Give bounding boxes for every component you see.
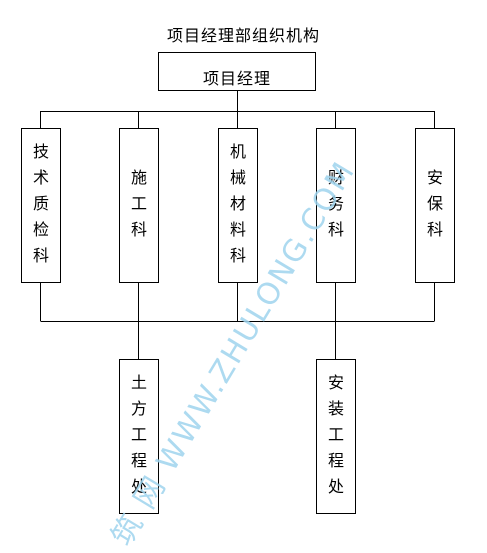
manager-box: 项目经理	[158, 52, 316, 91]
dept-box-2: 施工科	[119, 128, 159, 283]
label-char: 科	[32, 246, 49, 265]
org-chart: 项目经理部组织机构 项目经理 技术质检科 施工科 机械材料科 财务科 安保科 土…	[21, 26, 455, 552]
label-char: 科	[229, 246, 246, 265]
label-char: 工	[130, 194, 147, 213]
label-char: 科	[426, 220, 443, 239]
dept-box-3: 机械材料科	[218, 128, 258, 283]
label-char: 处	[327, 477, 344, 496]
dept-box-5: 安保科	[415, 128, 455, 283]
label-char: 工	[130, 425, 147, 444]
label-char: 质	[32, 194, 49, 213]
label-char: 安	[426, 168, 443, 187]
dept-label: 安保科	[416, 165, 454, 243]
label-char: 财	[327, 168, 344, 187]
dept-label: 机械材料科	[219, 139, 257, 269]
division-label: 安装工程处	[317, 370, 355, 500]
chart-title: 项目经理部组织机构	[166, 26, 320, 45]
dept-label: 技术质检科	[22, 139, 60, 269]
label-char: 土	[130, 373, 147, 392]
label-char: 科	[130, 220, 147, 239]
label-char: 施	[130, 168, 147, 187]
label-char: 装	[327, 399, 344, 418]
label-char: 科	[327, 220, 344, 239]
label-char: 工	[327, 425, 344, 444]
label-char: 技	[32, 142, 49, 161]
division-box-2: 安装工程处	[316, 359, 356, 514]
label-char: 机	[229, 142, 246, 161]
dept-box-1: 技术质检科	[21, 128, 61, 283]
connector-lines	[40, 90, 435, 359]
dept-label: 施工科	[120, 165, 158, 243]
label-char: 安	[327, 373, 344, 392]
label-char: 务	[327, 194, 344, 213]
label-char: 处	[130, 477, 147, 496]
division-box-1: 土方工程处	[119, 359, 159, 514]
label-char: 程	[130, 451, 147, 470]
label-char: 检	[32, 220, 49, 239]
label-char: 械	[229, 168, 246, 187]
label-char: 术	[32, 168, 49, 187]
label-char: 材	[229, 194, 246, 213]
dept-label: 财务科	[317, 165, 355, 243]
manager-label: 项目经理	[202, 69, 271, 88]
label-char: 保	[426, 194, 443, 213]
dept-box-4: 财务科	[316, 128, 356, 283]
label-char: 料	[229, 220, 246, 239]
label-char: 程	[327, 451, 344, 470]
label-char: 方	[130, 399, 147, 418]
division-label: 土方工程处	[120, 370, 158, 500]
